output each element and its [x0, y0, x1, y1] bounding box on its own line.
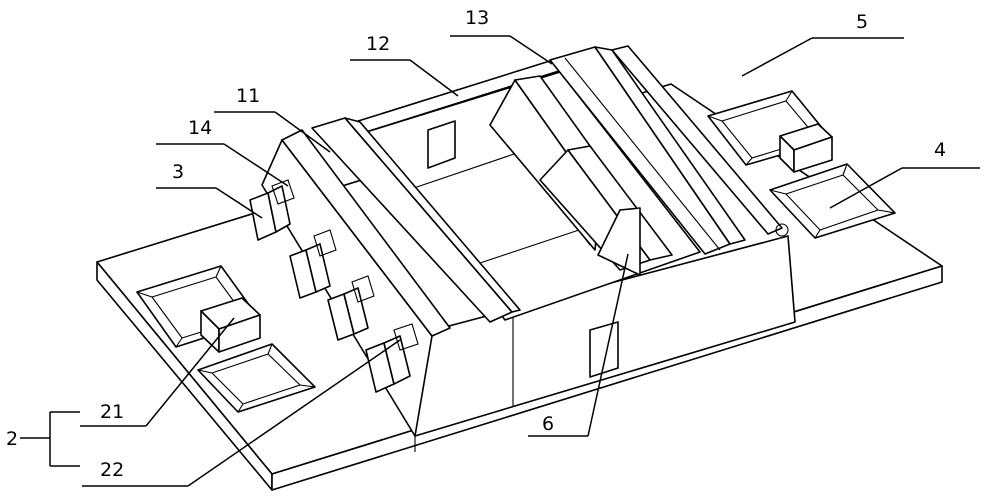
label-11: 11: [236, 85, 260, 107]
left-pocket-bottom: [197, 343, 316, 413]
label-13: 13: [465, 7, 489, 29]
rib-11: [311, 117, 521, 323]
label-6: 6: [542, 413, 554, 435]
hook-1: [249, 179, 295, 241]
label-21: 21: [100, 401, 124, 423]
hook-2: [289, 229, 337, 299]
label-12: 12: [366, 33, 390, 55]
rear-rail-cap: [611, 45, 789, 237]
label-3: 3: [172, 161, 184, 183]
label-5: 5: [856, 11, 868, 33]
label-22: 22: [100, 459, 124, 481]
right-lug-block: [779, 123, 833, 173]
rib-13: [549, 46, 746, 255]
leader-lines: [20, 35, 980, 487]
hook-4: [365, 323, 419, 393]
label-2: 2: [6, 428, 18, 450]
right-pocket-bottom: [769, 163, 896, 239]
hook-3: [327, 275, 375, 341]
label-14: 14: [188, 117, 212, 139]
label-4: 4: [934, 139, 946, 161]
inner-steps: [489, 75, 673, 276]
